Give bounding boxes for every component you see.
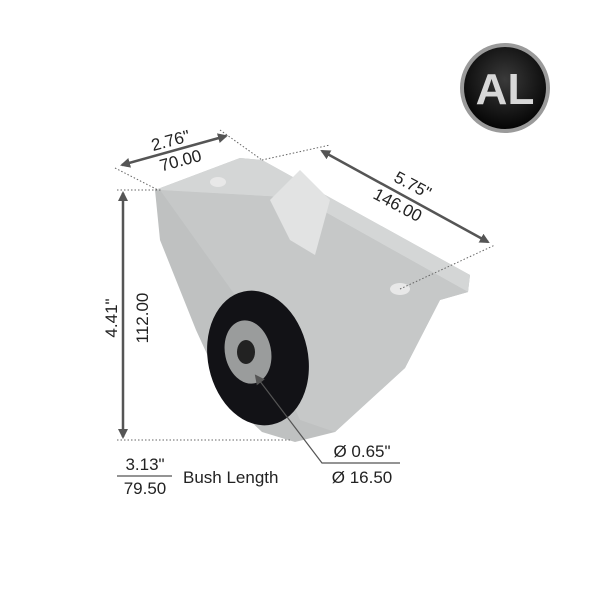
bush-length-inch: 3.13"	[125, 455, 164, 474]
bore-mm: Ø 16.50	[332, 468, 393, 487]
brand-logo: AL	[460, 43, 550, 133]
bore-inch: Ø 0.65"	[333, 442, 390, 461]
length-arrow	[320, 149, 490, 244]
bore-label: Ø 0.65" Ø 16.50	[332, 442, 393, 487]
bush-length-text: Bush Length	[183, 468, 278, 487]
height-inch: 4.41"	[102, 298, 121, 337]
bore-leader	[254, 374, 400, 464]
length-label: 5.75" 146.00	[370, 168, 434, 226]
bush-length-label: 3.13" 79.50 Bush Length	[124, 455, 279, 498]
extension-lines	[114, 129, 496, 441]
width-arrow	[120, 133, 228, 168]
logo-text: AL	[476, 65, 535, 114]
height-label: 4.41" 112.00	[102, 293, 152, 344]
height-mm: 112.00	[133, 293, 152, 344]
bush-length-mm: 79.50	[124, 479, 167, 498]
engine-mount-part	[155, 158, 470, 442]
